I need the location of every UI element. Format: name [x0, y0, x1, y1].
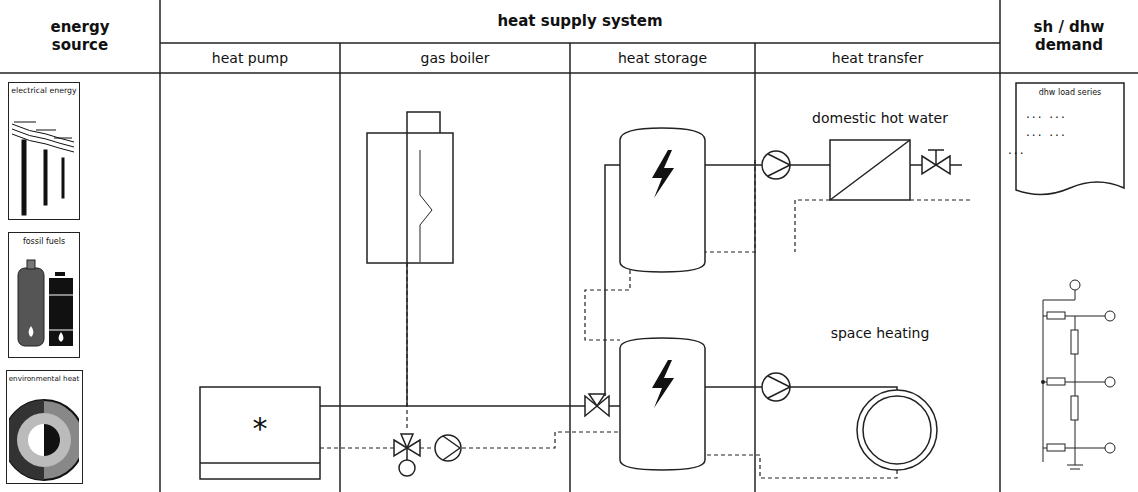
- energy-icon-box: environmental heat: [6, 370, 83, 484]
- column-header: heat storage: [570, 43, 755, 73]
- box-title: dhw load series: [1039, 88, 1102, 97]
- document-outline: [1015, 82, 1125, 202]
- header-cell: heat supply system: [160, 0, 1000, 43]
- column-header: heat pump: [160, 43, 340, 73]
- load-series-document: dhw load series: [1015, 82, 1125, 202]
- header-cell: sh / dhw demand: [1000, 0, 1138, 73]
- heat-pump-symbol: *: [253, 411, 268, 446]
- data-dots: ...: [1008, 143, 1025, 157]
- column-title: sh / dhw demand: [1019, 19, 1119, 54]
- data-dots: ... ...: [1026, 107, 1067, 121]
- box-title: environmental heat: [9, 375, 80, 383]
- column-title: energy source: [40, 19, 120, 54]
- energy-icon-box: fossil fuels: [8, 232, 80, 358]
- column-title: heat pump: [212, 50, 288, 66]
- column-title: gas boiler: [421, 50, 490, 66]
- box-title: electrical energy: [11, 87, 76, 96]
- column-title: heat transfer: [832, 50, 923, 66]
- data-dots: ... ...: [1026, 125, 1067, 139]
- header-cell: energy source: [0, 0, 160, 73]
- column-title: heat supply system: [497, 13, 662, 30]
- box-title: fossil fuels: [23, 237, 65, 246]
- column-header: heat transfer: [755, 43, 1000, 73]
- energy-icon-box: electrical energy: [8, 82, 80, 220]
- part-label: space heating: [831, 325, 930, 341]
- document-outline-path: [1016, 83, 1124, 195]
- column-header: gas boiler: [340, 43, 570, 73]
- column-title: heat storage: [618, 50, 707, 66]
- part-label: domestic hot water: [812, 110, 948, 126]
